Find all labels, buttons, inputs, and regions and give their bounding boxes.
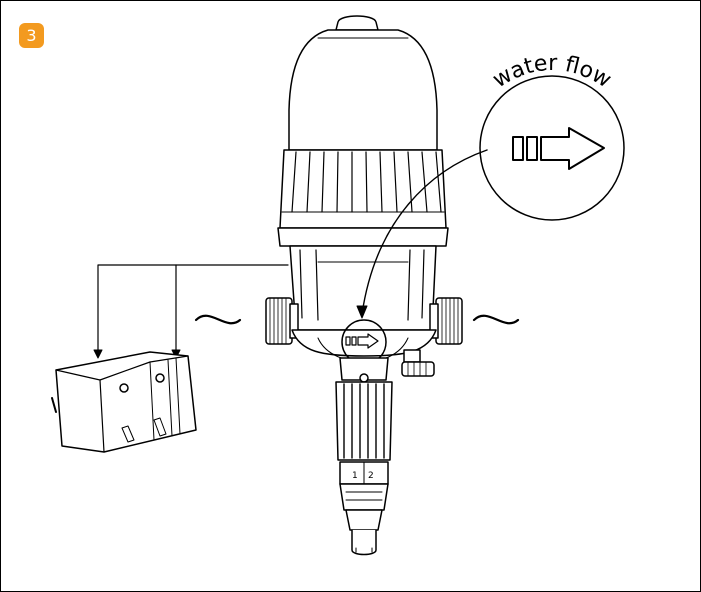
water-flow-arrow-icon — [512, 127, 605, 170]
water-flow-arrow-icon — [345, 333, 379, 349]
pump-upper-cylinder — [277, 15, 449, 247]
dosage-adjustment-sleeve: 1 2 — [335, 357, 393, 531]
water-wave-icon — [472, 314, 520, 325]
wall-bracket — [51, 264, 289, 453]
step-number: 3 — [26, 26, 37, 45]
water-wave-icon — [194, 314, 242, 325]
outlet-fitting — [429, 297, 463, 345]
dial-mark-2: 2 — [368, 471, 374, 481]
injection-valve-nut — [401, 349, 435, 377]
suction-tube — [351, 529, 377, 556]
inlet-fitting — [265, 297, 299, 345]
step-number-badge: 3 — [19, 23, 44, 48]
pump-body — [289, 245, 437, 331]
dial-mark-1: 1 — [352, 471, 358, 481]
flow-direction-callout — [356, 75, 625, 319]
